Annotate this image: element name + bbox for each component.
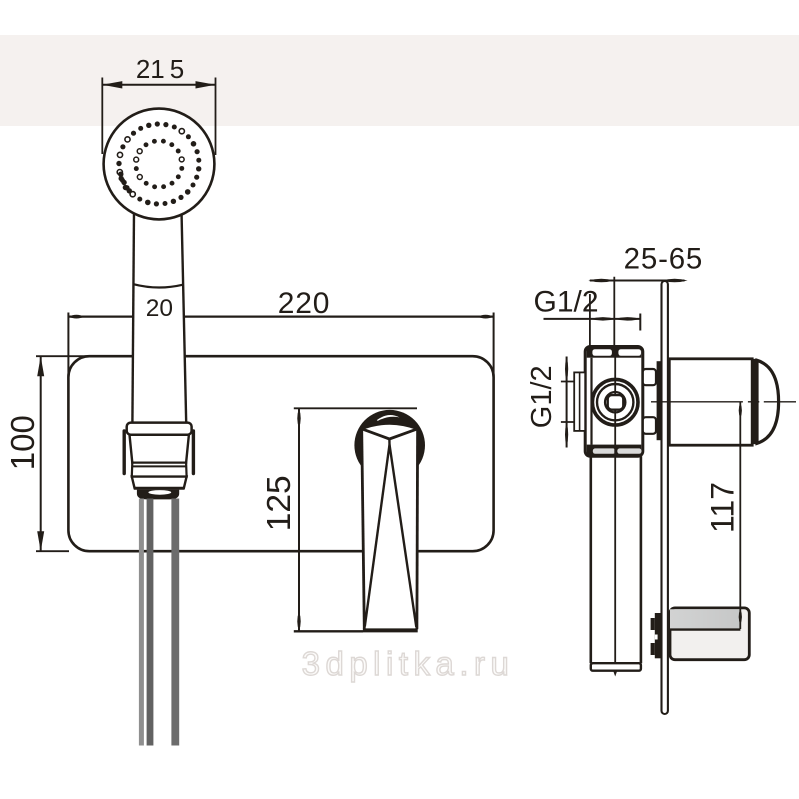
svg-text:25-65: 25-65 <box>624 243 703 276</box>
svg-text:20: 20 <box>146 295 173 322</box>
svg-text:117: 117 <box>705 482 741 533</box>
svg-text:220: 220 <box>278 287 330 320</box>
svg-text:215: 215 <box>136 54 184 84</box>
svg-text:G1/2: G1/2 <box>526 365 558 428</box>
svg-text:3dplitka.ru: 3dplitka.ru <box>302 645 515 682</box>
svg-text:125: 125 <box>261 475 298 531</box>
svg-text:100: 100 <box>4 415 41 470</box>
svg-text:G1/2: G1/2 <box>533 286 598 319</box>
